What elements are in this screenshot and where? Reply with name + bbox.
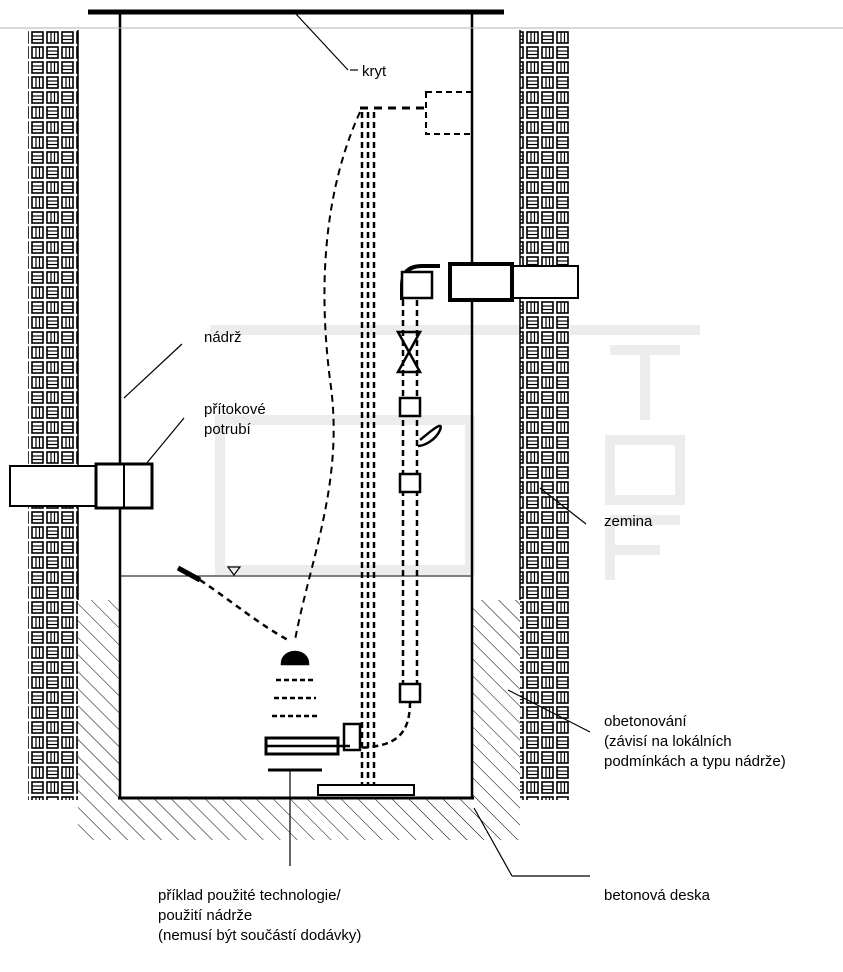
label-concrete-encasement: obetonování (závisí na lokálních podmínk…: [604, 712, 786, 772]
base-plate: [317, 784, 415, 796]
concrete-slab: [78, 798, 520, 840]
outflow-pipe: [448, 262, 579, 302]
soil-left: [28, 30, 78, 600]
label-inflow-pipe-line2: potrubí: [204, 421, 251, 438]
label-inflow-pipe-line1: přítokové: [204, 401, 266, 418]
watermark: [210, 325, 700, 580]
label-cover: kryt: [362, 63, 387, 80]
label-concrete-line3: podmínkách a typu nádrže): [604, 753, 786, 770]
leader-lines: [123, 13, 591, 877]
soil-right: [520, 30, 570, 600]
label-technology-line1: příklad použité technologie/: [158, 887, 341, 904]
concrete-encasement-left: [78, 600, 120, 798]
tank: [0, 13, 843, 800]
label-technology: příklad použité technologie/ použití nád…: [158, 886, 361, 946]
inflow-pipe: [9, 462, 154, 510]
label-technology-line3: (nemusí být součástí dodávky): [158, 927, 362, 944]
label-tank: nádrž: [204, 329, 242, 346]
label-concrete-slab: betonová deska: [604, 887, 710, 904]
label-inflow-pipe: přítokové potrubí: [204, 400, 266, 440]
concrete-encasement-right: [472, 600, 520, 798]
float-switch: [176, 565, 289, 642]
discharge-pipe: [342, 264, 443, 752]
soil-left-lower: [28, 600, 78, 800]
guide-rail: [360, 112, 376, 785]
label-concrete-line2: (závisí na lokálních: [604, 733, 732, 750]
pump: [264, 650, 350, 772]
pump-cable: [294, 111, 361, 641]
control-box: [425, 91, 473, 135]
label-concrete-line1: obetonování: [604, 713, 687, 730]
label-technology-line2: použití nádrže: [158, 907, 253, 924]
label-soil: zemina: [604, 513, 653, 530]
water-level: [120, 566, 472, 577]
